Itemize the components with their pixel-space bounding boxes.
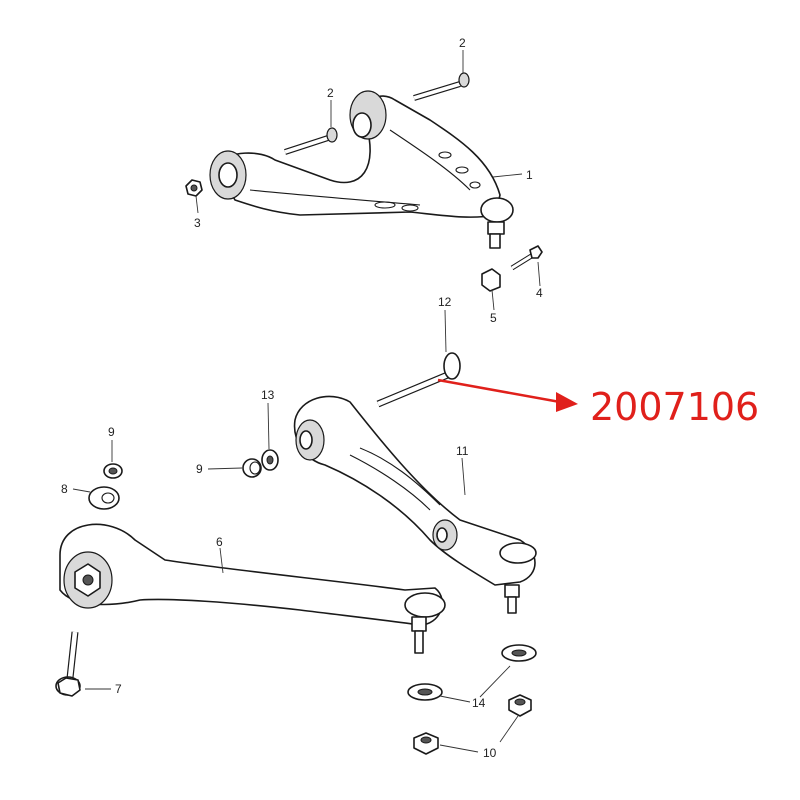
callout-4: 4 (536, 286, 543, 300)
callout-2-a: 2 (327, 86, 334, 100)
washer-9-left (103, 463, 123, 479)
callout-2-b: 2 (459, 36, 466, 50)
bolt-12 (376, 352, 461, 408)
callout-13: 13 (261, 388, 275, 402)
leader-lines (72, 50, 541, 753)
callout-9-mid: 9 (196, 462, 203, 476)
nut-3 (185, 179, 203, 197)
callout-14: 14 (472, 696, 486, 710)
callout-8: 8 (61, 482, 68, 496)
nut-10-a (508, 694, 532, 717)
callout-11: 11 (456, 444, 469, 458)
tension-rod-6 (59, 523, 446, 654)
nut-10-b (413, 732, 439, 755)
washer-9-mid (242, 458, 262, 478)
upper-bolt-2a (284, 127, 338, 155)
bolt-7 (55, 631, 81, 697)
washer-14-a (501, 644, 537, 662)
washer-14-b (407, 683, 443, 701)
part-number-arrow (437, 378, 578, 412)
bolt-4 (510, 245, 543, 271)
callout-3: 3 (194, 216, 201, 230)
lower-control-arm-11 (293, 395, 537, 614)
callout-7: 7 (115, 682, 122, 696)
washer-13 (261, 449, 279, 471)
callout-10: 10 (483, 746, 497, 760)
callout-1: 1 (526, 168, 533, 182)
nut-5 (481, 268, 501, 292)
bushing-8 (88, 486, 120, 510)
callout-5: 5 (490, 311, 497, 325)
callout-9-left: 9 (108, 425, 115, 439)
callout-12: 12 (438, 295, 452, 309)
upper-control-arm (209, 90, 514, 249)
upper-bolt-2b (413, 72, 470, 101)
part-number-label: 2007106 (590, 385, 759, 429)
callout-6: 6 (216, 535, 223, 549)
